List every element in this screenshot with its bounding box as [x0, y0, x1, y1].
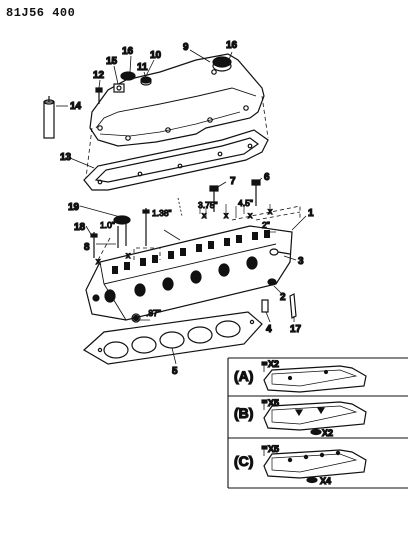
mark-x: x [224, 210, 229, 220]
callout-8: 8 [84, 242, 90, 253]
dimension-4-5: 4.5" [238, 198, 253, 208]
inset-label: (B) [234, 405, 253, 421]
dimension-2: 2" [262, 220, 270, 230]
head-bolt-short [251, 179, 261, 206]
rocker-stud-pair [113, 215, 131, 248]
pushrod [142, 208, 150, 246]
head-bolt-long [209, 185, 219, 212]
breather-grommet [120, 71, 152, 86]
bolt-quantity: X5 [268, 398, 279, 408]
callout-19: 19 [68, 202, 80, 213]
spacer-pin [289, 293, 297, 319]
callout-2: 2 [280, 292, 286, 303]
dimension-87: .87" [146, 308, 161, 318]
mark-x: x [248, 210, 253, 220]
callout-16: 16 [226, 40, 238, 51]
callout-3: 3 [298, 256, 304, 267]
callout-leaders [56, 49, 307, 365]
rocker-stud [90, 232, 98, 258]
callout-9: 9 [183, 42, 189, 53]
valve-cover [89, 53, 265, 147]
callout-16: 16 [122, 46, 134, 57]
callout-15: 15 [106, 56, 118, 67]
dowel-pin [261, 299, 269, 313]
callout-17: 17 [290, 324, 302, 335]
grommet-quantity: X4 [320, 476, 331, 486]
dimension-3-75: 3.75" [198, 200, 218, 210]
mark-x: x [126, 250, 131, 260]
callout-4: 4 [266, 324, 272, 335]
callout-13: 13 [60, 152, 72, 163]
callout-12: 12 [93, 70, 105, 81]
dowel-plug [267, 278, 277, 286]
small-plug [131, 313, 141, 323]
core-plug [269, 248, 291, 256]
callout-6: 6 [264, 172, 270, 183]
assembly-guide-lines [85, 95, 301, 261]
callout-18: 18 [74, 222, 86, 233]
inset-frame [227, 357, 408, 489]
inset-a: (A) X2 [233, 358, 367, 393]
cylinder-head [85, 225, 293, 322]
mark-x: x [202, 210, 207, 220]
mark-x: x [96, 256, 101, 266]
callout-11: 11 [137, 62, 148, 73]
valve-cover-gasket [83, 129, 269, 191]
callout-1: 1 [308, 208, 314, 219]
bolt-quantity: X5 [268, 444, 279, 454]
inset-label: (A) [234, 368, 253, 384]
callout-14: 14 [70, 101, 82, 112]
dipstick-tube [43, 96, 55, 139]
dimension-1-0: 1.0" [100, 220, 115, 230]
pcv-valve [113, 83, 125, 93]
oil-filler-cap [212, 56, 232, 72]
document-code: 81J56 400 [6, 6, 76, 20]
callout-7: 7 [230, 176, 236, 187]
inset-b: (B) X5 X2 [233, 397, 367, 439]
grommet-quantity: X2 [322, 428, 333, 438]
inset-label: (C) [234, 453, 253, 469]
callout-5: 5 [172, 366, 178, 377]
dimension-1-38: 1.38" [152, 208, 172, 218]
inset-c: (C) X5 X4 [233, 443, 367, 487]
head-gasket [82, 311, 263, 365]
callout-10: 10 [150, 50, 162, 61]
bolt-quantity: X2 [268, 359, 279, 369]
mark-x: x [268, 206, 273, 216]
